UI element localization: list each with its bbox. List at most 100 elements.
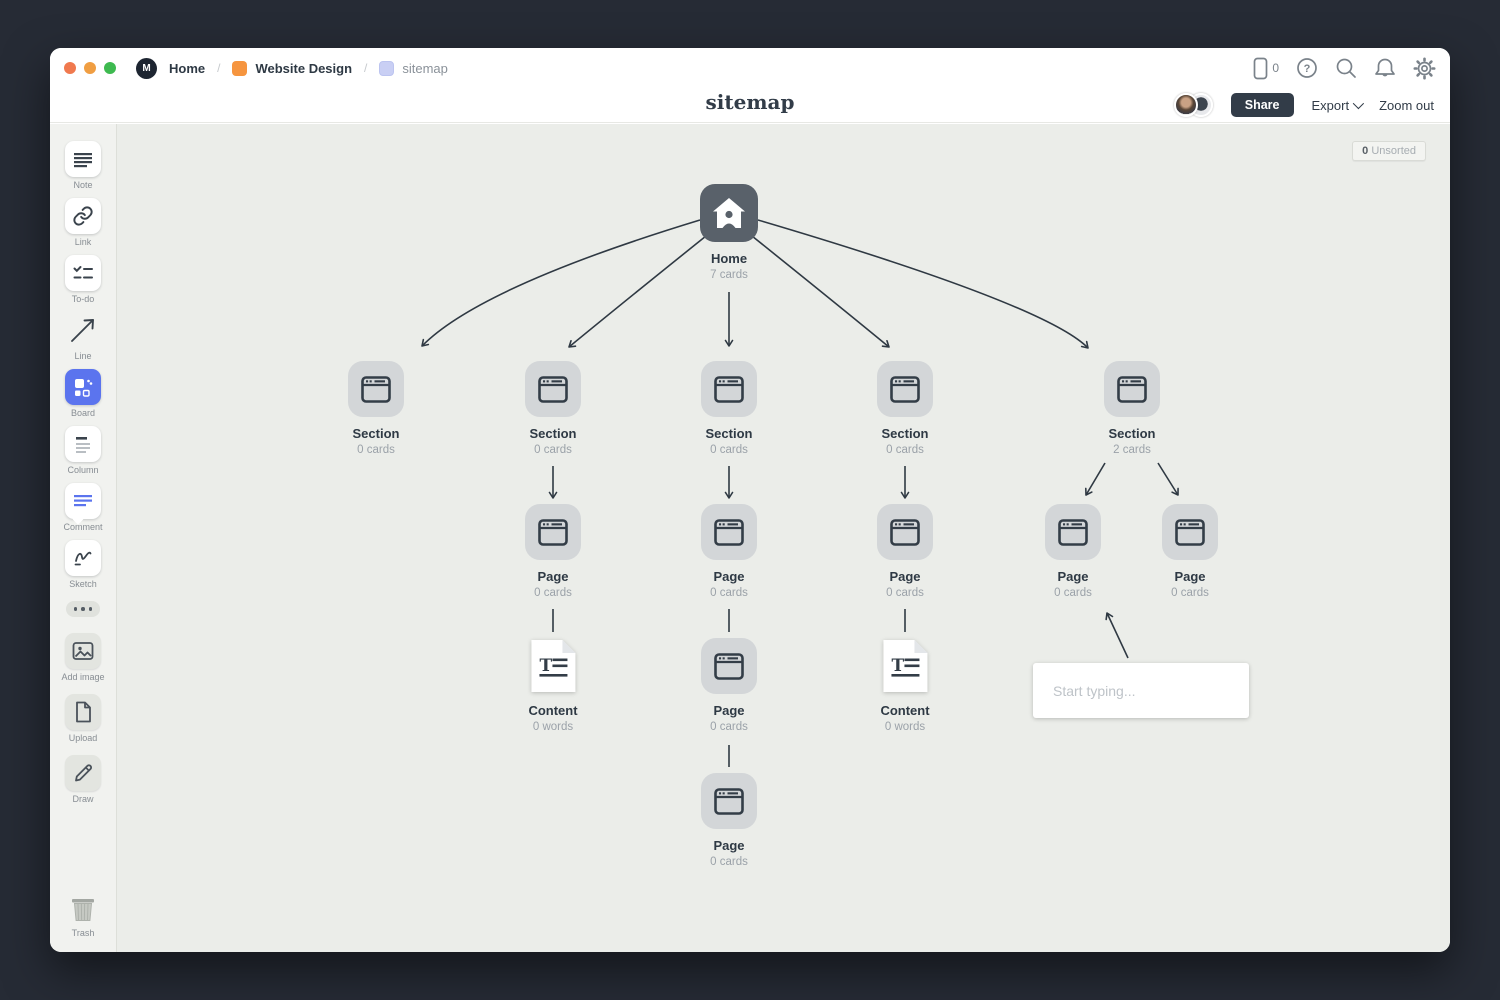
close-window-button[interactable] (64, 62, 76, 74)
collaborator-avatars[interactable] (1174, 93, 1213, 117)
tool-add-image[interactable]: Add image (61, 633, 104, 682)
breadcrumb-website-design[interactable]: Website Design (255, 61, 352, 76)
export-label: Export (1312, 98, 1350, 113)
zoom-out-button[interactable]: Zoom out (1379, 98, 1434, 113)
section-icon (1117, 376, 1147, 403)
tool-label: Note (73, 180, 92, 190)
breadcrumb-home[interactable]: Home (169, 61, 205, 76)
app-logo-icon[interactable]: M (136, 58, 157, 79)
chevron-down-icon (1353, 98, 1364, 109)
breadcrumb-sitemap[interactable]: sitemap (402, 61, 448, 76)
node-page[interactable]: Page 0 cards (701, 773, 757, 868)
node-content[interactable]: T Content 0 words (528, 638, 577, 733)
share-button[interactable]: Share (1231, 93, 1294, 117)
tool-label: Board (71, 408, 95, 418)
search-button[interactable] (1335, 57, 1357, 79)
tool-note[interactable]: Note (65, 141, 101, 190)
tool-comment[interactable]: Comment (63, 483, 102, 532)
node-section[interactable]: Section 0 cards (701, 361, 757, 456)
unsorted-label: Unsorted (1371, 145, 1416, 157)
page-icon (714, 519, 744, 546)
more-tools-button[interactable] (66, 601, 100, 617)
page-icon (714, 788, 744, 815)
tool-draw[interactable]: Draw (65, 755, 101, 804)
breadcrumb-separator: / (364, 61, 367, 75)
phone-icon (1253, 57, 1268, 80)
tool-label: Sketch (69, 579, 97, 589)
section-icon (361, 376, 391, 403)
board-canvas[interactable]: 0 Unsorted Home 7 cards Section (117, 124, 1450, 952)
content-icon: T (882, 639, 928, 693)
node-content[interactable]: T Content 0 words (880, 638, 929, 733)
node-section[interactable]: Section 0 cards (525, 361, 581, 456)
node-section[interactable]: Section 2 cards (1104, 361, 1160, 456)
tool-column[interactable]: Column (65, 426, 101, 475)
ellipsis-icon (74, 607, 78, 611)
breadcrumb-separator: / (217, 61, 220, 75)
tool-label: To-do (72, 294, 95, 304)
node-section[interactable]: Section 0 cards (348, 361, 404, 456)
tool-label: Draw (72, 794, 93, 804)
bell-icon (1374, 57, 1396, 80)
search-icon (1335, 57, 1357, 79)
node-page[interactable]: Page 0 cards (525, 504, 581, 599)
link-icon (72, 205, 94, 227)
node-page[interactable]: Page 0 cards (701, 638, 757, 733)
tool-line[interactable]: Line (65, 312, 101, 361)
board-icon-sitemap (379, 61, 394, 76)
gear-icon (1413, 57, 1436, 80)
avatar[interactable] (1174, 93, 1198, 117)
content-icon: T (530, 639, 576, 693)
new-note-input[interactable]: Start typing... (1033, 663, 1249, 718)
node-page[interactable]: Page 0 cards (1162, 504, 1218, 599)
svg-text:T: T (539, 656, 552, 676)
tool-todo[interactable]: To-do (65, 255, 101, 304)
section-icon (538, 376, 568, 403)
minimize-window-button[interactable] (84, 62, 96, 74)
page-icon (538, 519, 568, 546)
mobile-count: 0 (1272, 61, 1279, 75)
tool-link[interactable]: Link (65, 198, 101, 247)
tool-label: Column (67, 465, 98, 475)
board-icon (71, 375, 95, 399)
sketch-icon (71, 546, 95, 570)
trash-icon (67, 893, 99, 925)
unsorted-badge[interactable]: 0 Unsorted (1352, 141, 1426, 161)
tool-upload[interactable]: Upload (65, 694, 101, 743)
file-icon (71, 700, 95, 724)
settings-button[interactable] (1413, 57, 1436, 80)
tool-label: Line (74, 351, 91, 361)
trash-dropzone[interactable]: Trash (67, 893, 99, 938)
page-icon (1058, 519, 1088, 546)
unsorted-count: 0 (1362, 145, 1368, 157)
export-button[interactable]: Export (1312, 98, 1362, 113)
tool-label: Add image (61, 672, 104, 682)
page-icon (714, 653, 744, 680)
page-icon (890, 519, 920, 546)
zoom-window-button[interactable] (104, 62, 116, 74)
notifications-button[interactable] (1374, 57, 1396, 80)
app-window: M Home / Website Design / sitemap 0 ? (50, 48, 1450, 952)
pencil-icon (71, 761, 95, 785)
note-icon (71, 147, 95, 171)
page-icon (1175, 519, 1205, 546)
tool-label: Link (75, 237, 92, 247)
image-icon (71, 639, 95, 663)
help-button[interactable]: ? (1296, 57, 1318, 79)
svg-text:?: ? (1304, 63, 1311, 75)
tool-sketch[interactable]: Sketch (65, 540, 101, 589)
section-icon (714, 376, 744, 403)
tool-board-selected[interactable]: Board (65, 369, 101, 418)
board-icon-website-design (232, 61, 247, 76)
column-icon (71, 432, 95, 456)
help-icon: ? (1296, 57, 1318, 79)
node-page[interactable]: Page 0 cards (701, 504, 757, 599)
mobile-preview-button[interactable]: 0 (1253, 57, 1279, 80)
tool-label: Trash (72, 928, 95, 938)
node-page[interactable]: Page 0 cards (877, 504, 933, 599)
tool-sidebar: Note Link (50, 124, 117, 952)
node-page[interactable]: Page 0 cards (1045, 504, 1101, 599)
node-section[interactable]: Section 0 cards (877, 361, 933, 456)
board-toolbar: sitemap Share Export Zoom out (50, 88, 1450, 123)
node-home[interactable]: Home 7 cards (700, 184, 758, 281)
